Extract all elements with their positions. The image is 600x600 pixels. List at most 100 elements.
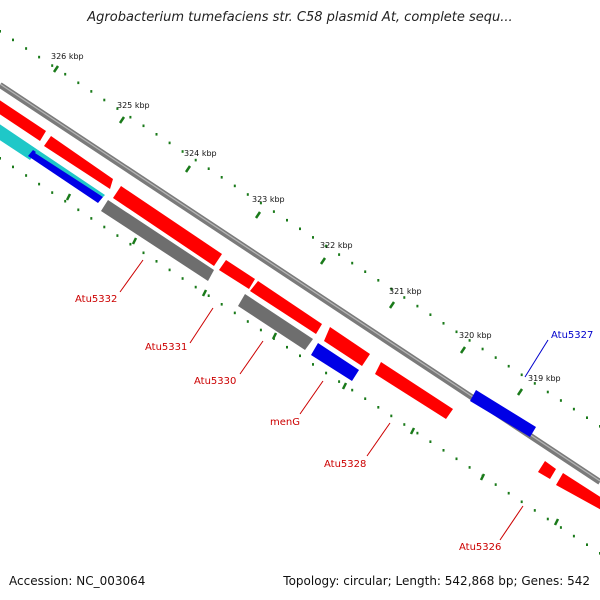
label-leader-lines [119,259,549,541]
scale-dot [494,356,497,359]
scale-dot [364,270,367,273]
scale-dot [442,322,445,325]
inner-tick-4 [271,332,278,340]
scale-dot [455,457,458,461]
scale-dot [142,124,145,128]
gene-red-9[interactable] [556,473,600,512]
scale-dot [38,182,41,186]
tick-323 [254,211,262,219]
scale-dot [194,285,197,289]
tick-324 [184,165,192,173]
scale-ticks [52,65,560,526]
scale-dot [520,373,523,377]
scale-dot [51,191,54,194]
scale-dot [351,261,354,265]
gene-red-4[interactable] [219,260,255,289]
gene-blue-reverse[interactable] [28,150,103,203]
gene-red-6[interactable] [324,327,370,366]
scale-dot [429,440,432,443]
tick-label-319: 319 kbp [528,374,561,383]
gene-label-meng[interactable]: menG [270,417,300,428]
gene-Atu5327[interactable] [470,390,536,437]
scale-dot [312,236,314,239]
scale-dot [286,218,288,222]
scale-dot [64,72,67,76]
scale-dot [494,483,497,486]
scale-dot [416,304,419,308]
gene-cyan-strip[interactable] [35,150,105,197]
scale-dot [12,38,14,42]
gene-labels: Atu5332 Atu5331 Atu5330 menG Atu5328 Atu… [75,294,593,553]
scale-dot [77,208,80,212]
gene-label-atu5332[interactable]: Atu5332 [75,294,117,305]
scale-dot [390,414,393,418]
gene-label-atu5331[interactable]: Atu5331 [145,342,187,353]
tick-label-323: 323 kbp [252,195,285,204]
gene-cyan-feature[interactable] [0,121,38,160]
gene-red-1[interactable] [0,97,46,141]
scale-dot [155,260,158,263]
scale-dot [325,371,328,375]
tick-320 [459,346,467,354]
gene-label-atu5328[interactable]: Atu5328 [324,459,366,470]
gene-gray-1[interactable] [101,200,214,281]
scale-dot [325,244,328,248]
gene-menG[interactable] [311,343,359,381]
tick-label-324: 324 kbp [184,149,217,158]
scale-dot [468,466,471,469]
gene-red-7[interactable] [375,362,453,419]
scale-dot [246,320,249,323]
scale-dot [246,193,249,196]
scale-dot [312,363,314,366]
gene-label-atu5330[interactable]: Atu5330 [194,376,236,387]
tick-label-326: 326 kbp [51,52,84,61]
gene-label-atu5327[interactable]: Atu5327 [551,330,593,341]
scale-dot [351,388,354,392]
gene-gray-2[interactable] [238,294,313,350]
scale-dot [233,311,236,315]
scale-dot [64,199,67,203]
scale-dot [586,543,588,546]
tick-label-321: 321 kbp [389,287,422,296]
scale-dot [299,354,301,358]
inner-tick-7 [479,473,486,481]
inner-tick-2 [131,237,138,245]
scale-dot [455,330,458,334]
scale-dot [364,397,367,400]
scale-dot [90,90,93,93]
gene-red-8[interactable] [538,461,556,479]
scale-dot [520,500,523,504]
gene-red-5[interactable] [250,281,322,334]
scale-dot [429,313,432,316]
tick-319 [516,388,524,396]
scale-dot [181,150,184,153]
gene-label-atu5326[interactable]: Atu5326 [459,542,501,553]
scale-dot [129,242,132,246]
scale-dot [233,184,236,188]
scale-dot [103,98,106,102]
scale-dot [442,449,445,452]
scale-dot [468,339,471,342]
scale-dot [207,294,210,297]
scale-dot [299,227,301,231]
inner-tick-3 [201,289,208,297]
scale-dot [377,279,380,282]
scale-dot [12,165,14,169]
inner-tick-6 [409,427,416,435]
scale-dot [272,210,275,213]
gene-red-2[interactable] [44,136,113,189]
tick-label-325: 325 kbp [117,101,150,110]
gene-red-3[interactable] [113,186,222,266]
tick-322 [319,257,327,265]
scale-dot [90,217,93,220]
scale-dot [181,277,184,280]
scale-dot [507,491,510,495]
scale-dot [25,174,28,177]
scale-dots [0,30,600,555]
gene-features [0,97,600,512]
topology-text: Topology: circular; Length: 542,868 bp; … [283,574,590,588]
scale-dot [77,81,80,85]
scale-dot [142,251,145,255]
scale-dot [559,399,562,402]
